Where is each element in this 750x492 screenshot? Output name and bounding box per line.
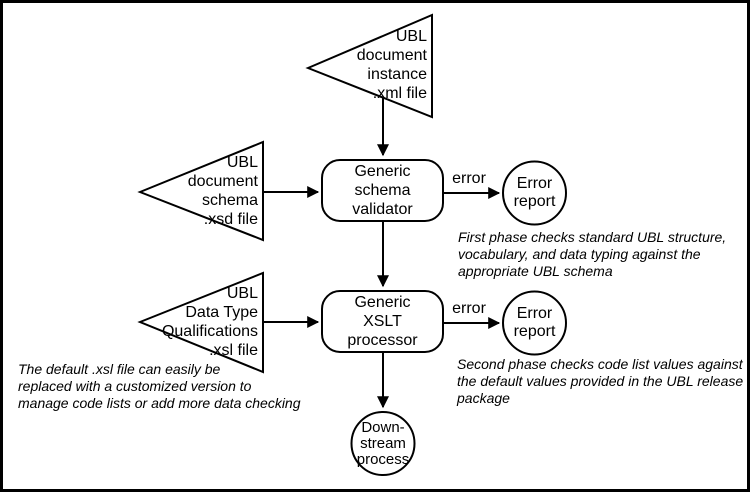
schema-validator-label: Generic schema validator [352, 163, 413, 218]
downstream-process-label: Down- stream process [356, 418, 410, 468]
error-report-1-label: Error report [513, 174, 556, 210]
error-edge-label-1: error [452, 170, 486, 187]
xsl-customization-annotation: The default .xsl file can easily be repl… [18, 361, 301, 411]
error-report-2-label: Error report [513, 304, 556, 340]
error-edge-label-2: error [452, 300, 486, 317]
xml-input-triangle [305, 13, 433, 119]
first-phase-annotation: First phase checks standard UBL structur… [458, 229, 727, 279]
xsl-input-label: UBL Data Type Qualifications .xsl file [161, 285, 258, 359]
error-report-1-circle [502, 160, 567, 226]
downstream-process-circle [350, 411, 416, 476]
xslt-processor-label: Generic XSLT processor [347, 294, 418, 349]
second-phase-annotation: Second phase checks code list values aga… [457, 356, 744, 406]
xsd-input-label: UBL document schema .xsd file [187, 154, 258, 228]
error-report-2-circle [502, 290, 567, 356]
xml-input-label: UBL document instance .xml file [356, 28, 427, 102]
